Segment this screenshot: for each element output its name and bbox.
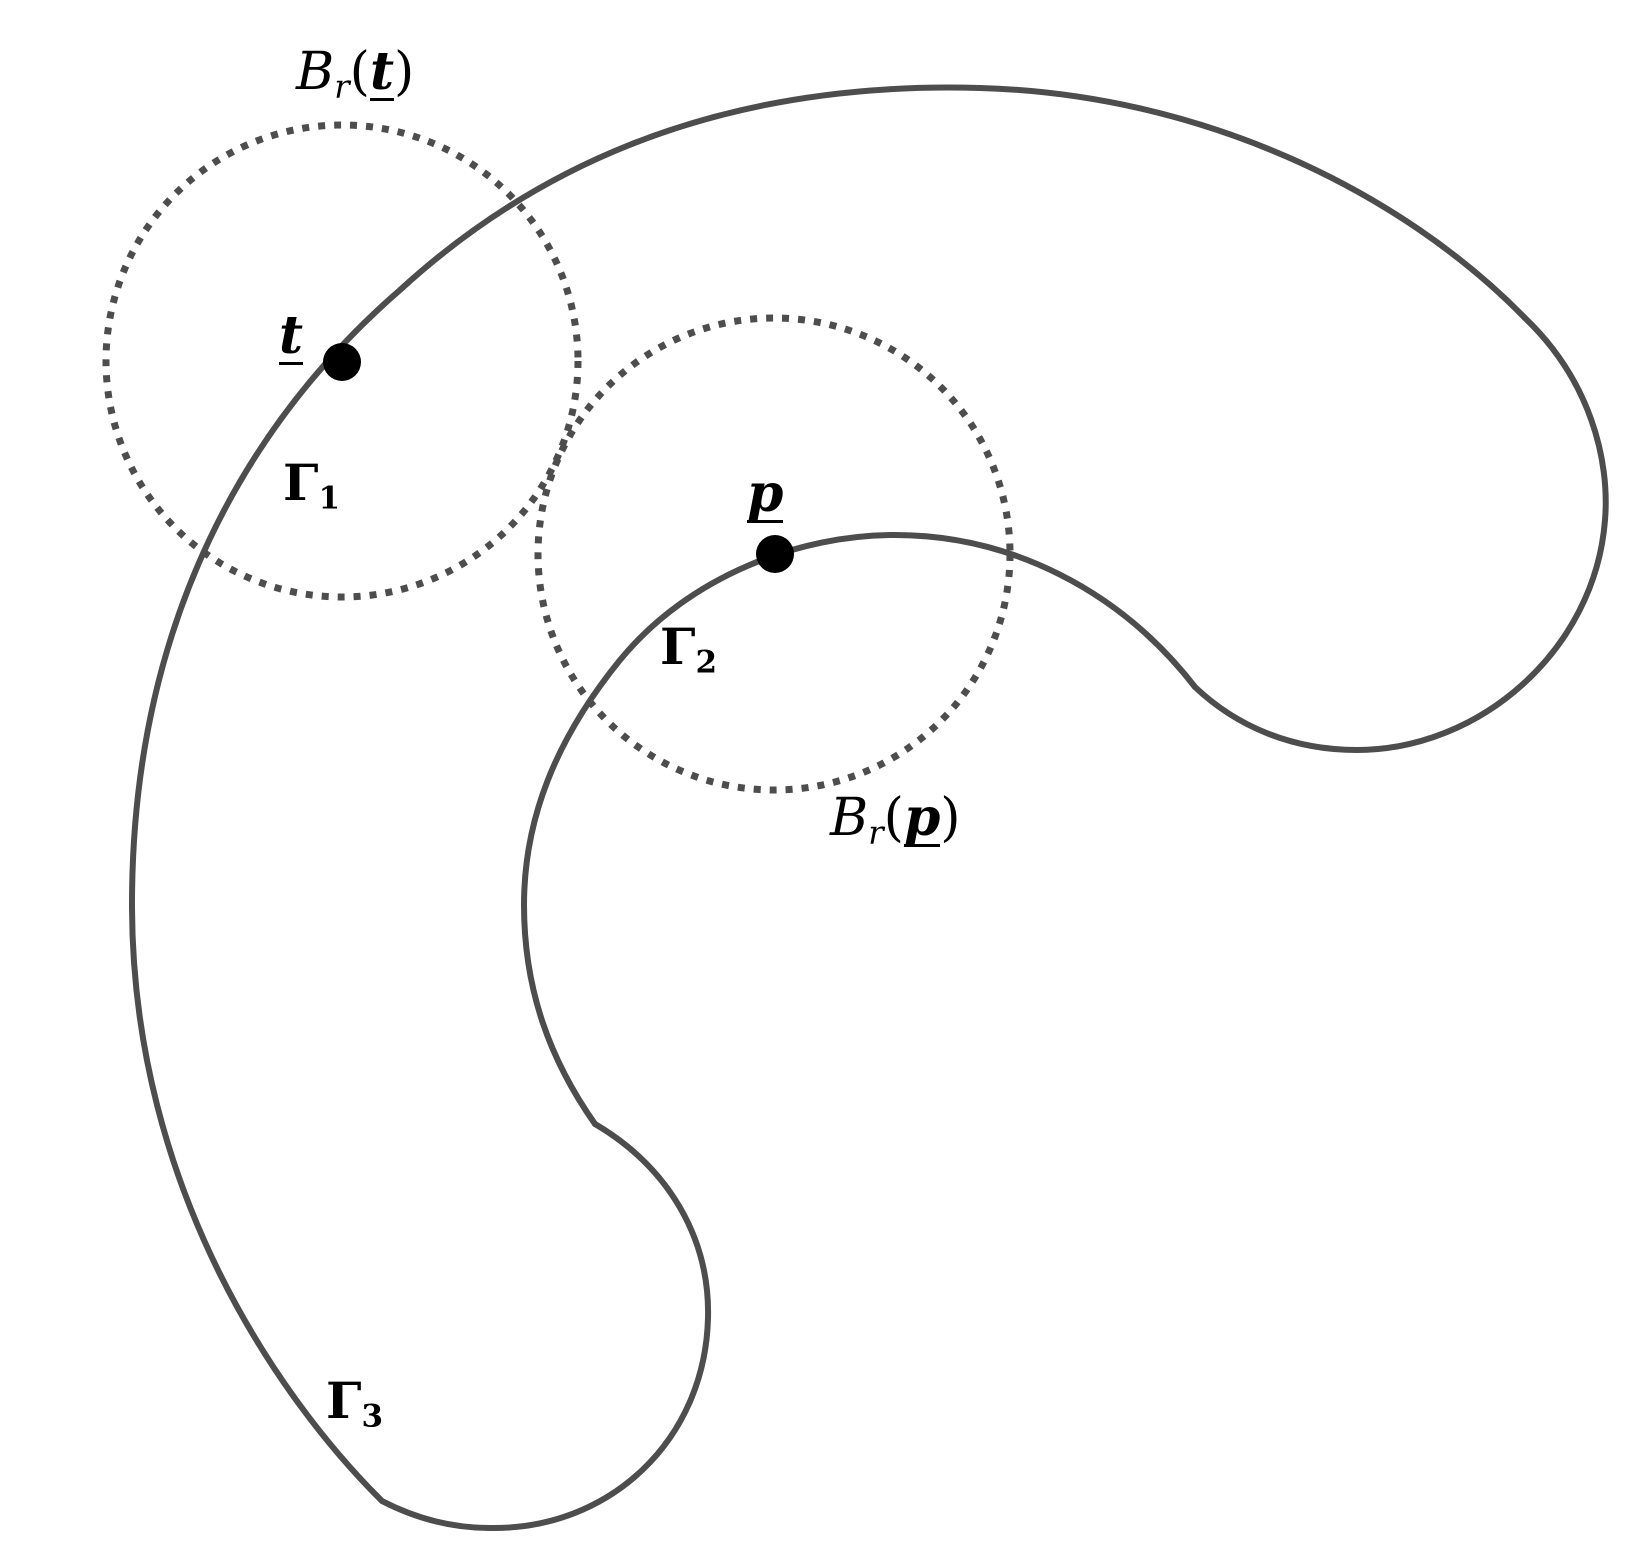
ball-t-circle (102, 121, 582, 601)
gamma-3-label: Γ3 (326, 1371, 384, 1435)
right-cap-curve (1192, 315, 1609, 753)
ball-t-label: Br(t) (296, 41, 415, 107)
gamma-2-label: Γ2 (660, 617, 718, 681)
ball-p-label: Br(p) (830, 787, 961, 853)
bottom-cap-curve (379, 1121, 712, 1532)
gamma-1-label: Γ1 (283, 453, 341, 517)
inner-boundary-curve (521, 532, 1198, 1127)
point-t-dot (323, 343, 361, 381)
point-t-label: t (279, 305, 304, 366)
point-p-label: p (747, 463, 784, 524)
point-p-dot (756, 535, 794, 573)
outer-boundary-curve (128, 84, 1528, 1504)
